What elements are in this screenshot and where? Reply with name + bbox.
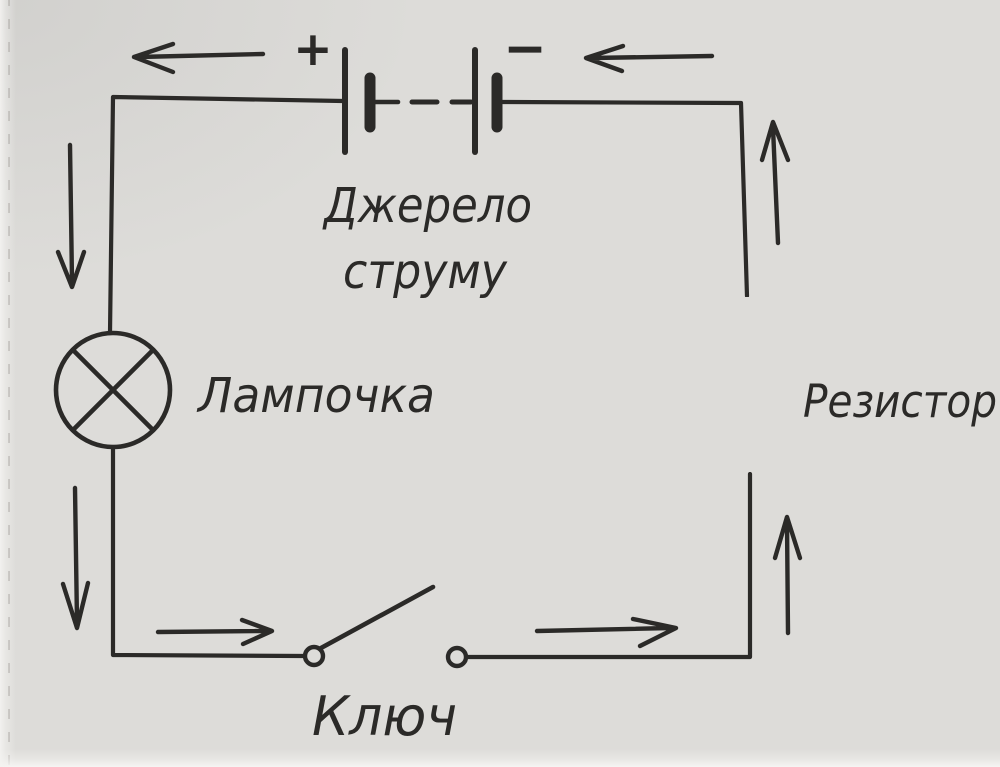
wire-top-left xyxy=(107,94,346,336)
switch-terminal-right xyxy=(445,645,469,669)
power-source-label-line2: струму xyxy=(343,244,508,300)
wire-top-right xyxy=(498,99,750,299)
wire-bottom-right xyxy=(464,471,753,660)
power-source-label-line1: Джерело xyxy=(322,178,532,234)
arrow-right-bottom-icon xyxy=(772,514,803,636)
switch-icon xyxy=(302,584,469,669)
arrow-top-right-icon xyxy=(583,43,715,74)
lamp-icon xyxy=(53,330,173,450)
switch-lever xyxy=(318,584,436,651)
lamp-label: Лампочка xyxy=(196,368,435,424)
arrow-left-lower-icon xyxy=(60,485,91,631)
current-arrows xyxy=(55,41,803,649)
arrow-left-upper-icon xyxy=(55,142,87,290)
arrow-top-left-icon xyxy=(131,41,266,75)
lamp-cross-line-2 xyxy=(70,347,156,433)
minus-sign: − xyxy=(503,19,547,79)
resistor-icon xyxy=(713,297,780,472)
plus-sign: + xyxy=(293,22,332,77)
resistor-label: Резистор xyxy=(803,375,997,428)
arrow-bottom-left-icon xyxy=(155,617,275,647)
switch-label: Ключ xyxy=(312,685,457,748)
arrow-right-lower-of-top-icon xyxy=(759,119,791,246)
arrow-bottom-right-icon xyxy=(534,616,679,649)
switch-terminal-left xyxy=(302,644,326,668)
wire-bottom-left xyxy=(110,444,307,659)
lamp-circle xyxy=(53,330,173,450)
battery-icon: + − xyxy=(293,19,547,155)
